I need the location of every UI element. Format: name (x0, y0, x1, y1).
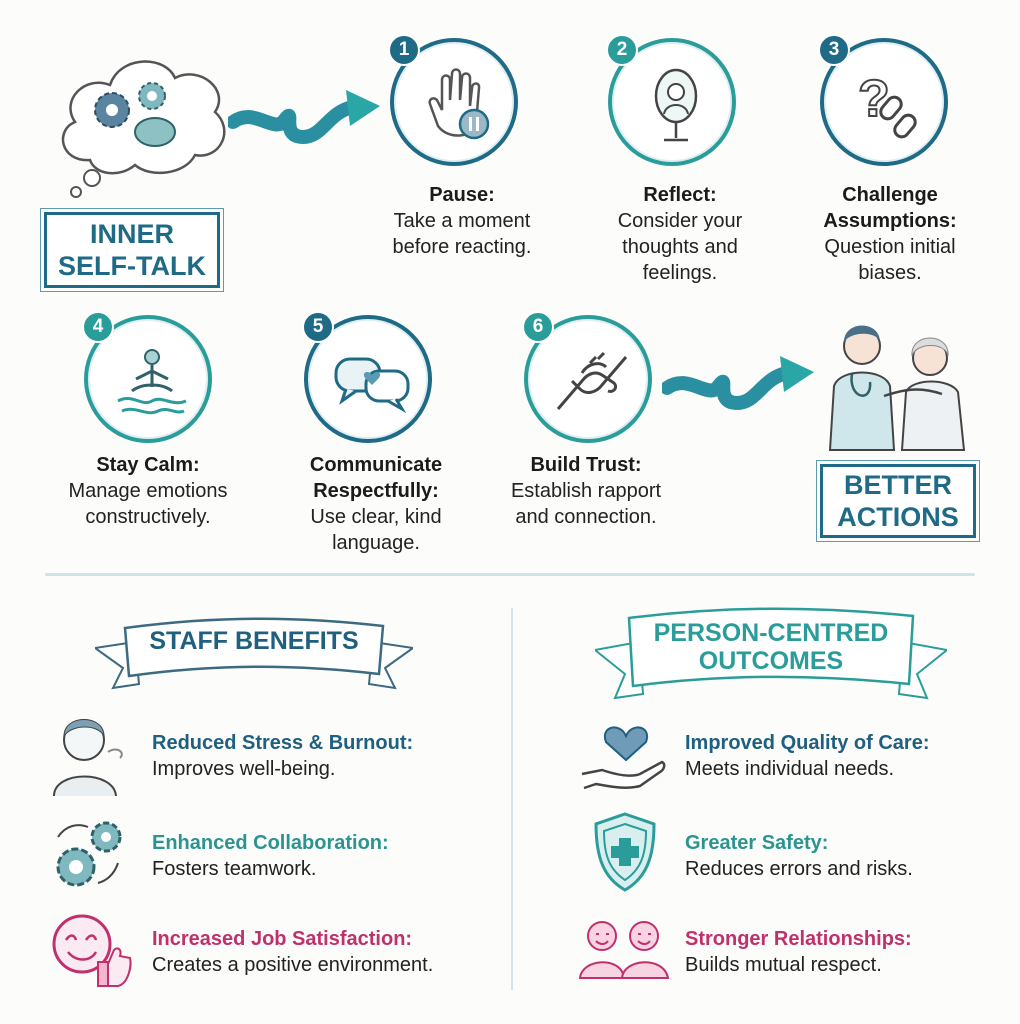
person-outcome-title: Stronger Relationships: (685, 928, 912, 950)
step-2-badge: 2 (606, 34, 638, 66)
step-1-text: Pause: Take a moment before reacting. (352, 182, 572, 260)
step-1-circle: 1 (388, 34, 518, 166)
nurse-patient-illustration (828, 325, 966, 451)
step-2-desc-line: thoughts and (622, 236, 738, 258)
person-centred-outcomes-banner: PERSON-CENTRED OUTCOMES (595, 604, 947, 702)
staff-benefits-heading: STAFF BENEFITS (149, 627, 359, 655)
step-4-text: Stay Calm: Manage emotions constructivel… (38, 452, 258, 530)
step-6-circle: 6 (522, 311, 652, 443)
step-4-badge: 4 (82, 311, 114, 343)
step-2-title: Reflect: (643, 184, 717, 206)
hand-pause-icon (428, 68, 490, 140)
step-5-badge: 5 (302, 311, 334, 343)
step-2-circle: 2 (606, 34, 736, 166)
step-4-circle: 4 (82, 311, 212, 443)
staff-benefit-title: Increased Job Satisfaction: (152, 928, 413, 950)
meditation-icon (117, 349, 187, 415)
person-outcome-item: Improved Quality of Care: Meets individu… (685, 730, 930, 782)
person-outcome-title: Improved Quality of Care: (685, 732, 930, 754)
speech-bubbles-heart-icon (334, 357, 410, 414)
step-4-desc-line: constructively. (85, 506, 211, 528)
heart-hand-icon (581, 726, 666, 790)
step-3-badge: 3 (818, 34, 850, 66)
step-5-circle: 5 (302, 311, 432, 443)
step-5-desc-line: language. (332, 532, 420, 554)
step-1-badge: 1 (388, 34, 420, 66)
step-5-desc-line: Use clear, kind (310, 506, 442, 528)
thought-cloud-icon (61, 60, 226, 198)
end-label-line1: BETTER (844, 470, 952, 500)
staff-benefit-title: Enhanced Collaboration: (152, 832, 389, 854)
step-5-title-line2: Respectfully: (313, 480, 439, 502)
step-3-text: Challenge Assumptions: Question initial … (780, 182, 1000, 286)
step-6-badge: 6 (522, 311, 554, 343)
step-1-desc-line: before reacting. (392, 236, 532, 258)
step-6-text: Build Trust: Establish rapport and conne… (476, 452, 696, 530)
mirror-icon (654, 68, 698, 142)
better-actions-box: BETTER ACTIONS (816, 460, 980, 542)
step-3-title: Challenge (842, 184, 938, 206)
step-2-desc-line: feelings. (642, 262, 718, 284)
person-outcome-desc: Meets individual needs. (685, 758, 895, 780)
wavy-arrow-icon (662, 356, 814, 411)
step-3-desc-line: biases. (858, 262, 922, 284)
horizontal-divider (45, 573, 975, 576)
step-2-desc-line: Consider your (617, 210, 743, 232)
person-outcome-title: Greater Safety: (685, 832, 829, 854)
step-3-circle: 3 ? (818, 34, 948, 166)
staff-benefit-desc: Improves well-being. (152, 758, 336, 780)
step-1-desc-line: Take a moment (393, 210, 531, 232)
staff-benefits-banner: STAFF BENEFITS (95, 612, 413, 692)
end-label-line2: ACTIONS (837, 502, 959, 532)
handshake-icon (556, 351, 628, 410)
person-outcome-desc: Builds mutual respect. (685, 954, 882, 976)
step-2-text: Reflect: Consider your thoughts and feel… (570, 182, 790, 286)
step-5-title: Communicate (309, 454, 443, 476)
wavy-arrow-icon (228, 90, 380, 145)
inner-self-talk-box: INNER SELF-TALK (40, 208, 224, 292)
step-4-desc-line: Manage emotions (68, 480, 228, 502)
question-broken-link-icon: ? (857, 69, 917, 139)
step-3-desc-line: Question initial (824, 236, 956, 258)
two-people-icon (578, 921, 670, 979)
svg-text:?: ? (858, 70, 890, 128)
step-5-text: Communicate Respectfully: Use clear, kin… (266, 452, 486, 556)
person-outcome-item: Stronger Relationships: Builds mutual re… (685, 926, 912, 978)
staff-benefit-item: Enhanced Collaboration: Fosters teamwork… (152, 830, 389, 882)
step-6-desc-line: Establish rapport (510, 480, 662, 502)
start-label-line2: SELF-TALK (58, 251, 206, 281)
person-outcomes-heading-line2: OUTCOMES (698, 647, 844, 675)
start-label-line1: INNER (89, 219, 174, 249)
person-outcome-item: Greater Safety: Reduces errors and risks… (685, 830, 913, 882)
staff-benefit-desc: Fosters teamwork. (152, 858, 317, 880)
shield-cross-icon (594, 812, 656, 892)
step-6-desc-line: and connection. (515, 506, 657, 528)
person-outcome-desc: Reduces errors and risks. (685, 858, 913, 880)
gears-cycle-icon (56, 821, 122, 887)
vertical-divider (511, 608, 513, 990)
person-outcomes-heading-line1: PERSON-CENTRED (653, 619, 889, 647)
staff-benefit-desc: Creates a positive environment. (152, 954, 434, 976)
step-1-title: Pause: (429, 184, 495, 206)
smiley-thumbs-up-icon (52, 914, 132, 987)
staff-benefit-item: Reduced Stress & Burnout: Improves well-… (152, 730, 413, 782)
relieved-person-icon (53, 719, 123, 797)
staff-benefit-item: Increased Job Satisfaction: Creates a po… (152, 926, 433, 978)
staff-benefit-title: Reduced Stress & Burnout: (152, 732, 414, 754)
step-4-title: Stay Calm: (96, 454, 200, 476)
step-3-title-line2: Assumptions: (823, 210, 957, 232)
step-6-title: Build Trust: (530, 454, 642, 476)
